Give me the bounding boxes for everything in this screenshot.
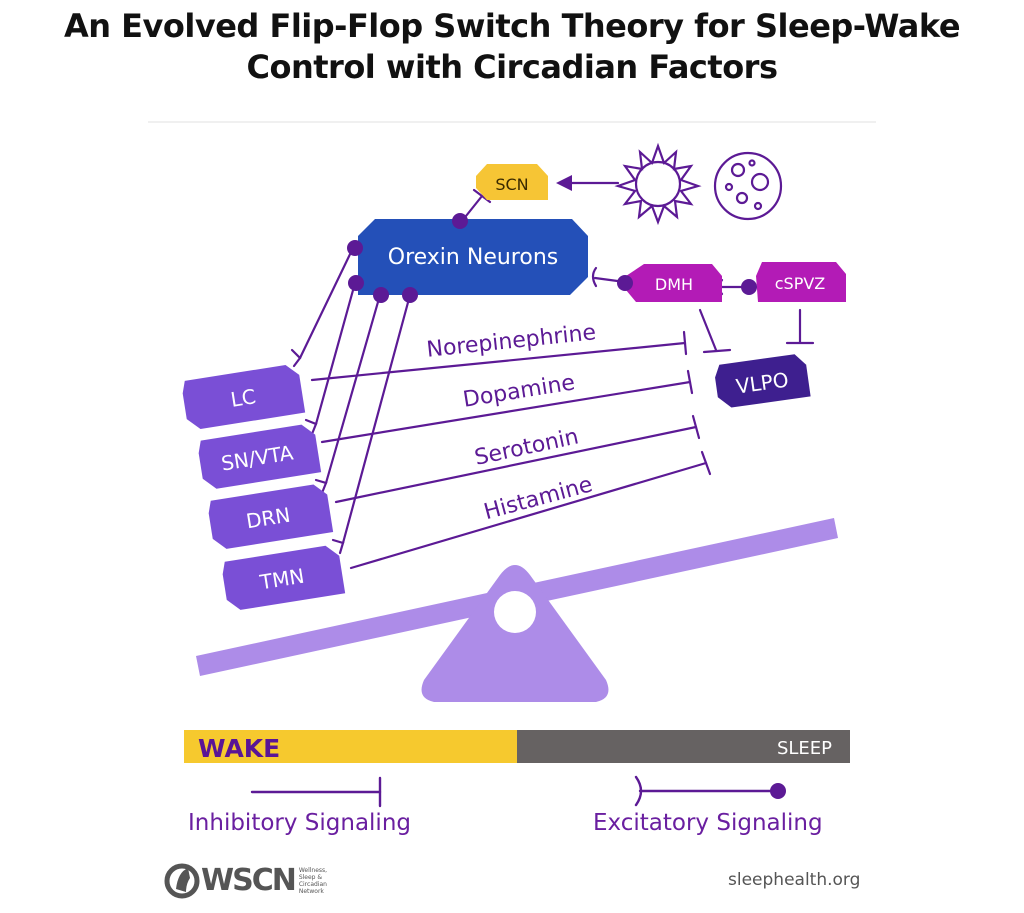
orexin-tmn-dot [402,287,418,303]
snvta-node: SN/VTA [198,424,322,489]
sleep-bar [517,730,850,763]
orexin-lc-dot [347,240,363,256]
excitatory-signaling-label: Excitatory Signaling [593,810,823,836]
norepinephrine-label: Norepinephrine [425,320,597,363]
dmh-inhibits-vlpo [698,308,718,352]
wake-label: WAKE [198,734,280,763]
dmh-node: DMH [626,264,722,302]
wscn-logo-subtitle: Wellness, Sleep & Circadian Network [298,866,328,895]
orexin-to-drn [324,293,382,485]
moon-icon [713,151,783,221]
excitatory-symbol-dot [770,783,786,799]
norepinephrine-line [310,341,687,382]
orexin-to-tmn [341,293,412,545]
cspvz-dmh-dot [741,279,757,295]
title-line-2: Control with Circadian Factors [246,48,778,86]
sleep-label: SLEEP [777,738,832,759]
seesaw-pivot [494,591,536,633]
inhibitory-signaling-label: Inhibitory Signaling [188,810,412,836]
scn-arrowhead [556,175,572,191]
scn-node: SCN [476,164,548,200]
dopamine-label: Dopamine [461,370,576,412]
orexin-node: Orexin Neurons [358,219,588,295]
histamine-label: Histamine [481,472,595,525]
dopamine-line [320,380,692,444]
orexin-drn-dot [373,287,389,303]
lc-node: LC [182,364,306,430]
wscn-logo: WSCN Wellness, Sleep & Circadian Network [165,863,339,898]
wscn-logo-text: WSCN [201,863,297,898]
lc-label: LC [229,384,258,412]
orexin-snvta-dot [348,275,364,291]
orexin-scn-dot [452,213,468,229]
vlpo-node: VLPO [715,354,811,408]
footer-url[interactable]: sleephealth.org [728,870,861,890]
histamine-line [349,461,708,570]
page-title: An Evolved Flip-Flop Switch Theory for S… [0,0,1024,88]
orexin-to-lc [298,246,355,360]
seesaw [196,518,838,702]
orexin-to-snvta [314,281,357,426]
tmn-node: TMN [222,545,346,610]
cspvz-node: cSPVZ [756,262,846,302]
dmh-orexin-dot [617,275,633,291]
serotonin-line [334,425,698,504]
sun-icon [614,142,702,226]
wake-bar [184,730,518,763]
cspvz-label: cSPVZ [775,274,826,293]
wscn-logo-mark [164,863,200,899]
dmh-label: DMH [655,275,693,294]
serotonin-label: Serotonin [472,424,580,470]
title-line-1: An Evolved Flip-Flop Switch Theory for S… [63,7,961,45]
orexin-label: Orexin Neurons [388,245,558,270]
drn-node: DRN [208,484,334,549]
seesaw-fulcrum [421,565,609,702]
scn-label: SCN [495,175,528,194]
